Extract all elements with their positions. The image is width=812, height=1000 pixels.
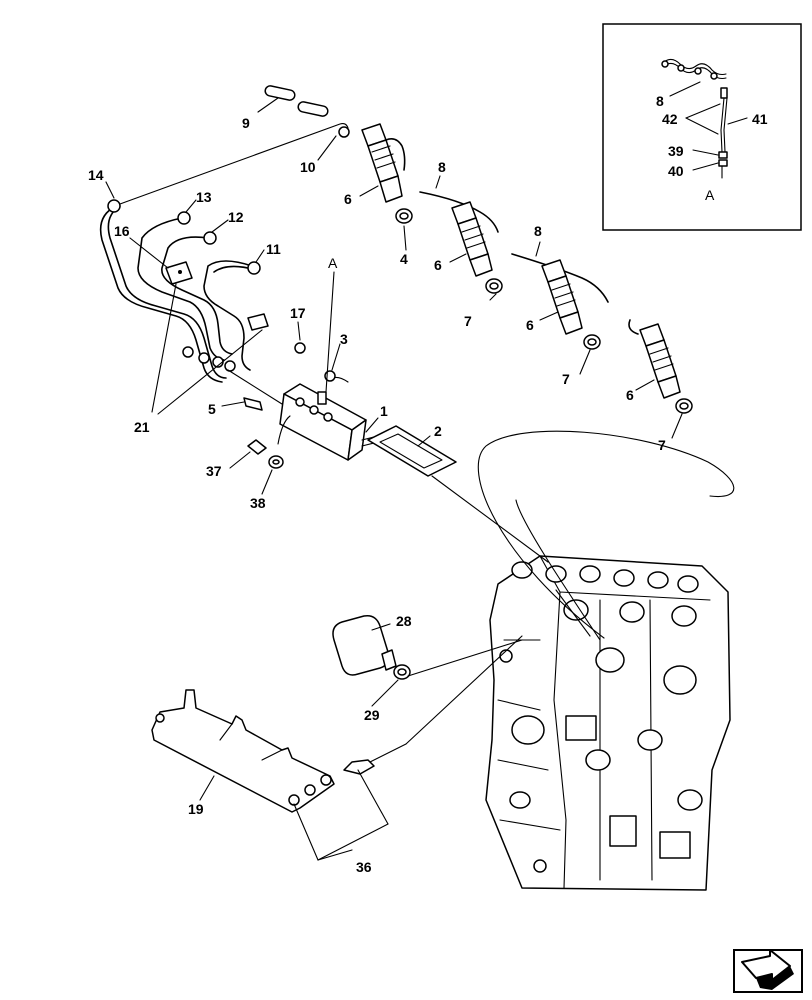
callout-9: 9 xyxy=(242,115,250,131)
inset-detail: 8 42 41 39 40 A xyxy=(602,23,802,231)
injector-4 xyxy=(628,319,693,414)
callout-12: 12 xyxy=(228,209,244,225)
assembly-leaders xyxy=(227,369,735,745)
inset-callout-41: 41 xyxy=(752,111,768,127)
callout-leaders xyxy=(105,97,683,861)
callout-16: 16 xyxy=(114,223,130,239)
return-hose xyxy=(264,85,329,117)
callout-6d: 6 xyxy=(626,387,634,403)
callout-14: 14 xyxy=(88,167,104,183)
inset-callout-40: 40 xyxy=(668,163,684,179)
callout-6a: 6 xyxy=(344,191,352,207)
fuel-injection-lines xyxy=(99,122,350,383)
bolt-5 xyxy=(243,397,263,411)
callout-38: 38 xyxy=(250,495,266,511)
callout-36: 36 xyxy=(356,859,372,875)
callout-19: 19 xyxy=(188,801,204,817)
callout-7b: 7 xyxy=(562,371,570,387)
callout-37: 37 xyxy=(206,463,222,479)
callout-11: 11 xyxy=(266,241,281,257)
callout-5: 5 xyxy=(208,401,216,417)
pump-gasket xyxy=(367,425,457,477)
callout-4: 4 xyxy=(400,251,408,267)
callout-6c: 6 xyxy=(526,317,534,333)
inset-callout-42: 42 xyxy=(662,111,678,127)
callout-numbers: 9 10 6 4 8 6 7 8 6 7 6 7 14 13 12 16 11 … xyxy=(88,115,666,875)
injector-1 xyxy=(361,123,413,224)
inset-ref-a: A xyxy=(705,187,715,203)
injector-3 xyxy=(511,253,609,350)
callout-ref-a: A xyxy=(328,255,338,271)
inset-callout-39: 39 xyxy=(668,143,684,159)
next-page-arrow-icon[interactable] xyxy=(733,949,803,993)
inset-callout-8: 8 xyxy=(656,93,664,109)
injection-pump xyxy=(277,370,387,461)
glow-plug-busbar xyxy=(151,689,407,813)
callout-7a: 7 xyxy=(464,313,472,329)
callout-29: 29 xyxy=(364,707,380,723)
callout-28: 28 xyxy=(396,613,412,629)
callout-10: 10 xyxy=(300,159,316,175)
callout-13: 13 xyxy=(196,189,212,205)
engine-block xyxy=(485,555,731,891)
injector-2 xyxy=(419,191,503,294)
callout-7c: 7 xyxy=(658,437,666,453)
callout-1: 1 xyxy=(380,403,388,419)
fuel-solenoid xyxy=(332,614,411,680)
callout-2: 2 xyxy=(434,423,442,439)
callout-8b: 8 xyxy=(534,223,542,239)
callout-8a: 8 xyxy=(438,159,446,175)
callout-17: 17 xyxy=(290,305,306,321)
bolt-37 xyxy=(247,439,284,469)
callout-3: 3 xyxy=(340,331,348,347)
callout-6b: 6 xyxy=(434,257,442,273)
callout-21: 21 xyxy=(134,419,150,435)
